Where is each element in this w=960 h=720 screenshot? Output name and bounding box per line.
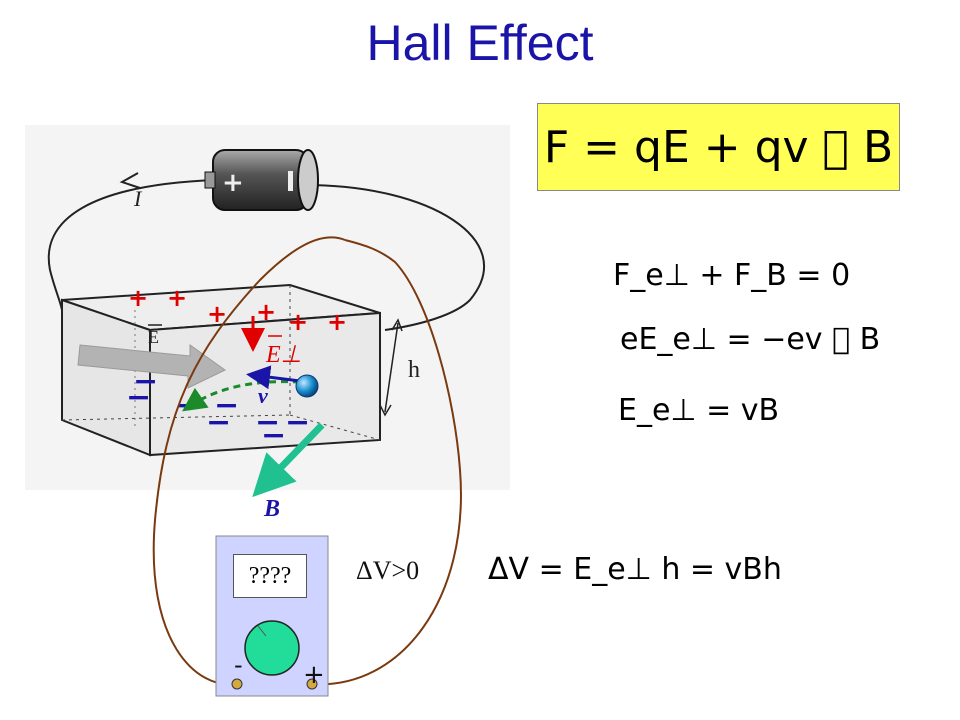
field-e-label: E: [148, 327, 159, 347]
meter-terminal-minus: [231, 678, 243, 690]
minus-charge: −: [133, 364, 158, 399]
minus-charge: −: [255, 405, 280, 440]
velocity-label: v: [258, 383, 268, 408]
meter-minus-label: -: [234, 651, 243, 679]
current-label: I: [133, 186, 143, 211]
equation-field-magnitude: E_e⊥ = vB: [618, 393, 780, 428]
e-perp-label: E⊥: [265, 342, 302, 368]
plus-charge: +: [327, 308, 347, 336]
minus-charge: −: [261, 418, 286, 453]
meter-plus-label: +: [303, 660, 325, 690]
meter-readout: ????: [233, 554, 307, 598]
height-indicator: [384, 322, 399, 413]
plus-charge: +: [207, 300, 227, 328]
voltmeter-lead-left: [152, 236, 346, 686]
voltmeter-lead-right: [311, 239, 462, 686]
plus-charge: +: [128, 284, 148, 312]
plus-charge: +: [288, 308, 308, 336]
plus-charge: +: [167, 284, 187, 312]
svg-text:+: +: [222, 168, 244, 198]
page-title: Hall Effect: [366, 15, 594, 71]
magnetic-field-label: B: [263, 496, 280, 522]
plus-charge: +: [256, 298, 276, 326]
minus-charge: −: [126, 380, 151, 415]
velocity-arrow: [246, 365, 301, 390]
positive-charges: + + + + + +: [128, 284, 347, 336]
meter-needle-icon: [257, 625, 267, 637]
current-wire: [47, 179, 216, 311]
negative-charges: − − − − − − − −: [126, 364, 310, 453]
deflection-path: [182, 380, 301, 412]
force-equation-box: F = qE + qv ⃞ B: [537, 103, 900, 191]
meter-dial: [244, 620, 300, 676]
magnetic-field-arrow: [252, 422, 325, 498]
current-arrow-icon: [119, 172, 141, 189]
current-wire-right: [304, 184, 485, 331]
meter-terminal-plus: [306, 678, 318, 690]
equation-force-magnitudes: eE_e⊥ = −ev ⃞ B: [620, 322, 881, 357]
minus-charge: −: [214, 388, 239, 423]
minus-charge: −: [206, 405, 231, 440]
battery-icon: +: [204, 149, 319, 211]
field-e-arrow: [77, 344, 226, 389]
minus-charge: −: [285, 405, 310, 440]
force-equation: F = qE + qv ⃞ B: [543, 121, 894, 173]
equation-hall-voltage: ΔV = E_e⊥ h = vBh: [488, 552, 782, 587]
electron-icon: [295, 374, 319, 398]
voltage-condition: ΔV>0: [356, 556, 419, 585]
height-label: h: [408, 357, 420, 383]
equation-force-balance: F_e⊥ + F_B = 0: [613, 258, 851, 293]
